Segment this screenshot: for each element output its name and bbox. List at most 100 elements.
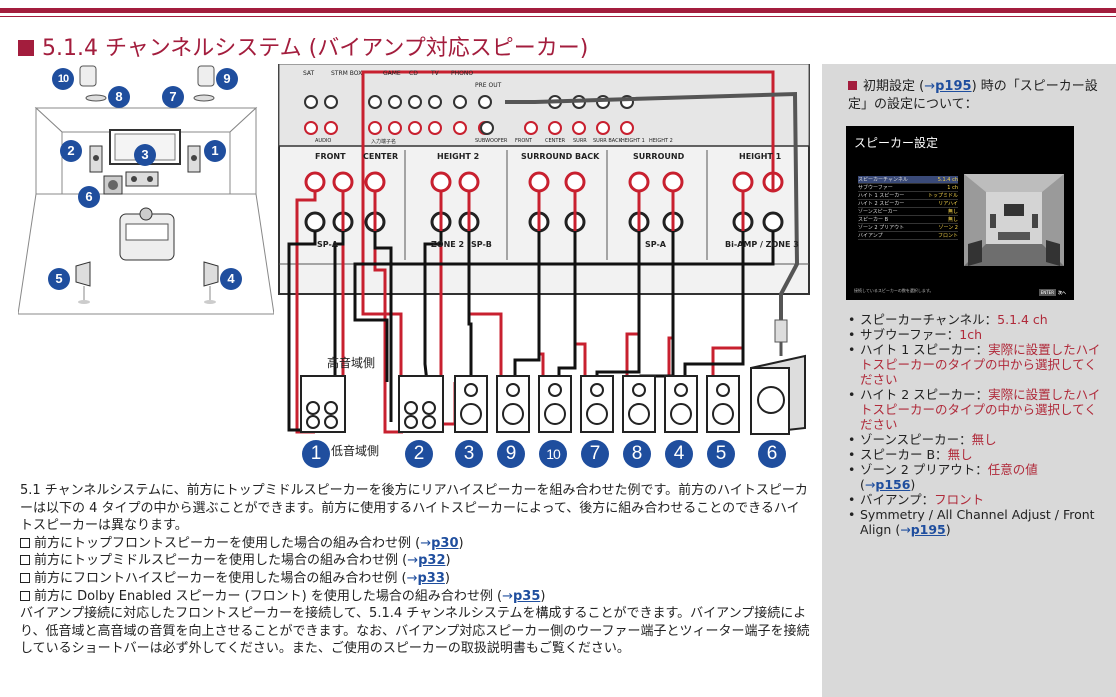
jack-label-front: FRONT bbox=[515, 138, 533, 144]
setting-zone2-preout: ゾーン 2 プリアウト：任意の値(→p156) bbox=[846, 462, 1108, 492]
speaker-number-5: 5 bbox=[707, 440, 735, 468]
intro-paragraph: 5.1 チャンネルシステムに、前方にトップミドルスピーカーを後方にリアハイスピー… bbox=[20, 483, 808, 534]
room-badge-9: 9 bbox=[216, 68, 238, 90]
jack-label-height1: HEIGHT 1 bbox=[621, 138, 645, 144]
page-title-text: 5.1.4 チャンネルシステム (バイアンプ対応スピーカー) bbox=[42, 36, 589, 61]
link-p30[interactable]: →p30 bbox=[420, 535, 459, 551]
example-item-2: 前方にトップミドルスピーカーを使用した場合の組み合わせ例 (→p32) bbox=[20, 552, 810, 570]
link-p156[interactable]: →p156 bbox=[864, 477, 911, 492]
jack-label-height2: HEIGHT 2 bbox=[649, 138, 673, 144]
room-badge-7: 7 bbox=[162, 86, 184, 108]
terminal-label-spa: SP-A bbox=[317, 240, 338, 249]
screen-menu-row: バイアンプフロント bbox=[858, 233, 958, 240]
setting-subwoofer: サブウーファー：1ch bbox=[846, 327, 1108, 342]
setting-zone-speaker: ゾーンスピーカー：無し bbox=[846, 432, 1108, 447]
speaker-number-1: 1 bbox=[302, 440, 330, 468]
header-rule-thin bbox=[0, 16, 1116, 17]
screen-menu-row: ハイト 1 スピーカートップミドル bbox=[858, 193, 958, 200]
terminal-label-zone: ZONE 2 bbox=[431, 240, 465, 249]
terminal-label-front: FRONT bbox=[315, 152, 346, 161]
room-badge-1: 1 bbox=[204, 140, 226, 162]
wiring-diagram: SAT STRM BOX GAME CD TV PHONO PRE OUT AU… bbox=[275, 63, 813, 474]
screen-menu-row: ゾーン 2 プリアウトゾーン 2 bbox=[858, 225, 958, 232]
page-title: 5.1.4 チャンネルシステム (バイアンプ対応スピーカー) bbox=[18, 30, 588, 62]
speaker-number-4: 4 bbox=[665, 440, 693, 468]
terminal-label-biamp: Bi-AMP / ZONE 3 bbox=[725, 240, 799, 249]
room-badge-4: 4 bbox=[220, 268, 242, 290]
example-item-4: 前方に Dolby Enabled スピーカー (フロント) を使用した場合の組… bbox=[20, 588, 810, 606]
speaker-number-7: 7 bbox=[581, 440, 609, 468]
checkbox-icon bbox=[20, 572, 30, 583]
speaker-number-6: 6 bbox=[758, 440, 786, 468]
room-badge-5: 5 bbox=[48, 268, 70, 290]
screen-menu-row: ハイト 2 スピーカーリアハイ bbox=[858, 201, 958, 208]
room-badge-8: 8 bbox=[108, 86, 130, 108]
settings-list: スピーカーチャンネル：5.1.4 ch サブウーファー：1ch ハイト 1 スピ… bbox=[846, 312, 1108, 537]
speaker-number-8: 8 bbox=[623, 440, 651, 468]
room-badge-10: 10 bbox=[52, 68, 74, 90]
link-p33[interactable]: →p33 bbox=[406, 570, 445, 586]
link-p32[interactable]: →p32 bbox=[407, 553, 446, 569]
header-rule bbox=[0, 8, 1116, 13]
link-p35[interactable]: →p35 bbox=[502, 588, 541, 604]
room-badge-6: 6 bbox=[78, 186, 100, 208]
setting-biamp: バイアンプ：フロント bbox=[846, 492, 1108, 507]
checkbox-icon bbox=[20, 555, 30, 566]
room-badge-3: 3 bbox=[134, 144, 156, 166]
jack-label-strm: STRM BOX bbox=[331, 70, 363, 77]
speaker-number-2: 2 bbox=[405, 440, 433, 468]
terminal-label-spa-2: SP-A bbox=[645, 240, 666, 249]
settings-side-panel: 初期設定 (→p195) 時の「スピーカー設定」の設定について： スピーカー設定… bbox=[822, 64, 1116, 697]
setting-speaker-b: スピーカー B：無し bbox=[846, 447, 1108, 462]
jack-label-input: 入力端子名 bbox=[371, 139, 397, 145]
jack-label-preout: PRE OUT bbox=[475, 82, 502, 89]
screen-footer: 接続しているスピーカーの数を選択します。 bbox=[854, 288, 934, 293]
terminal-label-center: CENTER bbox=[363, 152, 399, 161]
jack-label-sat: SAT bbox=[303, 70, 315, 77]
panel-heading: 初期設定 (→p195) 時の「スピーカー設定」の設定について： bbox=[848, 79, 1098, 112]
speaker-number-9: 9 bbox=[497, 440, 525, 468]
low-side-label: 低音域側 bbox=[331, 444, 380, 458]
jack-label-phono: PHONO bbox=[451, 70, 474, 77]
screen-title: スピーカー設定 bbox=[854, 136, 939, 150]
terminal-label-height2: HEIGHT 2 bbox=[437, 152, 480, 161]
terminal-label-surround: SURROUND bbox=[633, 152, 685, 161]
screen-menu-row: ゾーンスピーカー無し bbox=[858, 209, 958, 216]
example-item-1: 前方にトップフロントスピーカーを使用した場合の組み合わせ例 (→p30) bbox=[20, 535, 810, 553]
speaker-number-3: 3 bbox=[455, 440, 483, 468]
terminal-label-spb: SP-B bbox=[471, 240, 492, 249]
room-preview-image bbox=[964, 174, 1064, 266]
room-badge-2: 2 bbox=[60, 140, 82, 162]
jack-label-audio: AUDIO bbox=[315, 138, 332, 144]
setting-speaker-channel: スピーカーチャンネル：5.1.4 ch bbox=[846, 312, 1108, 327]
setting-height1: ハイト 1 スピーカー：実際に設置したハイトスピーカーのタイプの中から選択してく… bbox=[846, 342, 1108, 387]
title-square-icon bbox=[18, 40, 34, 56]
jack-label-cd: CD bbox=[409, 70, 418, 77]
jack-label-surr: SURR bbox=[573, 138, 587, 144]
jack-label-center: CENTER bbox=[545, 138, 566, 144]
jack-label-tv: TV bbox=[431, 70, 439, 77]
example-item-3: 前方にフロントハイスピーカーを使用した場合の組み合わせ例 (→p33) bbox=[20, 570, 810, 588]
room-layout-svg bbox=[17, 65, 275, 315]
speaker-number-10: 10 bbox=[539, 440, 567, 468]
heading-square-icon bbox=[848, 81, 857, 90]
jack-label-surrback: SURR BACK bbox=[593, 138, 622, 144]
room-layout-diagram: 10 8 7 9 2 3 1 6 5 4 bbox=[17, 64, 275, 316]
terminal-label-surround-back: SURROUND BACK bbox=[521, 152, 600, 161]
jack-label-subwoofer: SUBWOOFER bbox=[475, 138, 508, 144]
setting-symmetry: Symmetry / All Channel Adjust / Front Al… bbox=[846, 507, 1108, 537]
checkbox-icon bbox=[20, 537, 30, 548]
link-p195[interactable]: →p195 bbox=[900, 522, 946, 537]
wiring-svg bbox=[278, 63, 810, 436]
outro-paragraph: バイアンプ接続に対応したフロントスピーカーを接続して、5.1.4 チャンネルシス… bbox=[20, 606, 810, 657]
body-text: 5.1 チャンネルシステムに、前方にトップミドルスピーカーを後方にリアハイスピー… bbox=[20, 482, 810, 658]
jack-label-game: GAME bbox=[383, 70, 401, 77]
high-side-label: 高音域側 bbox=[327, 356, 376, 370]
link-p195-heading[interactable]: →p195 bbox=[924, 79, 972, 94]
